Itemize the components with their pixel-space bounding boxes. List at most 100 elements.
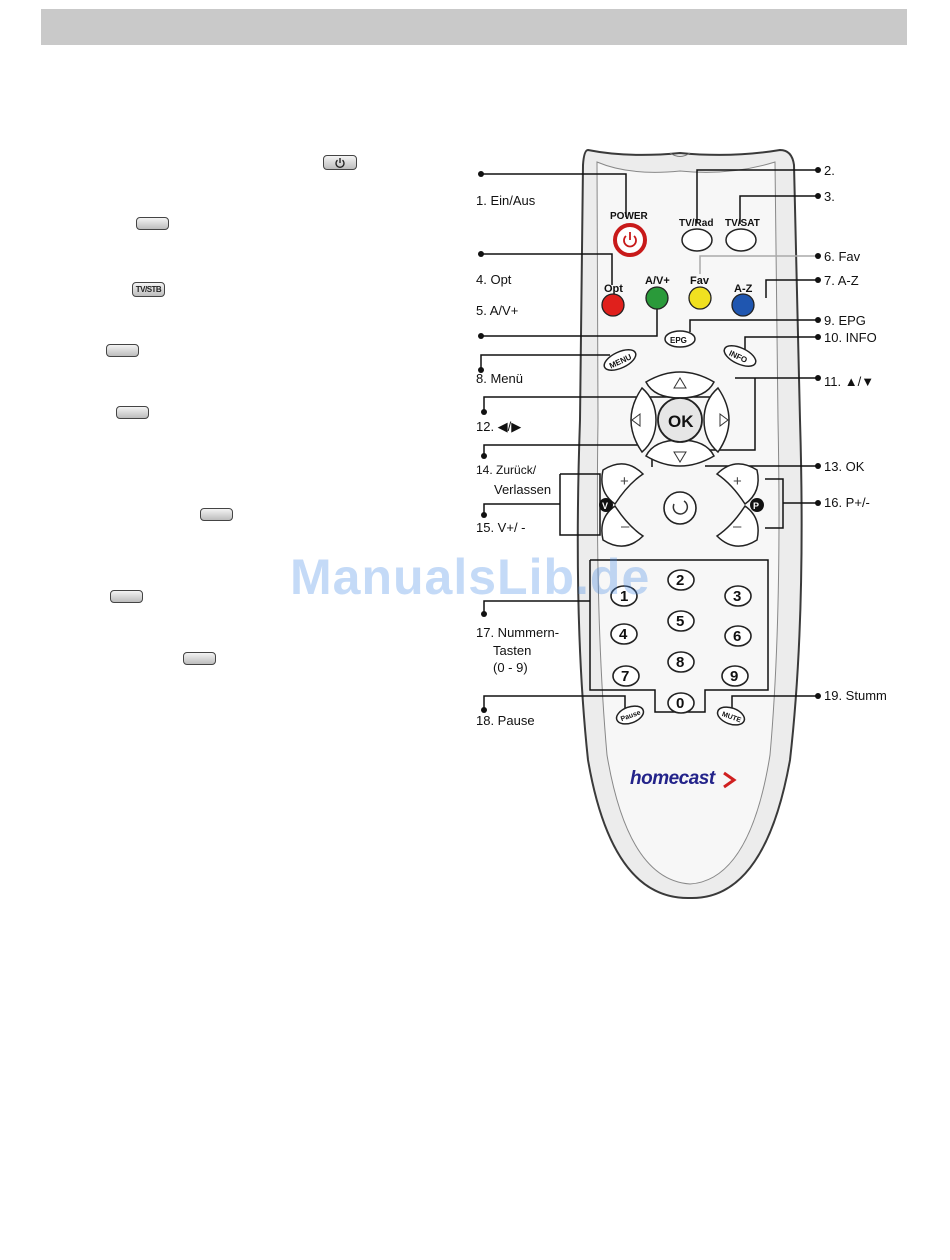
digit-9-label: 9 bbox=[730, 668, 738, 685]
volume-down-button[interactable] bbox=[601, 504, 645, 547]
ok-button[interactable] bbox=[657, 397, 703, 443]
power-icon bbox=[623, 232, 637, 248]
digit-7-button[interactable] bbox=[612, 665, 640, 687]
header-bar bbox=[41, 9, 907, 45]
blank-key-icon bbox=[106, 344, 139, 357]
volume-up-button[interactable] bbox=[601, 463, 645, 506]
up-arrow-icon bbox=[673, 377, 687, 389]
minus-icon: – bbox=[621, 518, 630, 535]
p-label: P bbox=[753, 501, 759, 511]
callout-18: 18. Pause bbox=[476, 713, 535, 728]
callout-14-line2: Verlassen bbox=[494, 482, 552, 497]
info-button[interactable] bbox=[721, 342, 759, 371]
nav-right-button[interactable] bbox=[703, 386, 730, 454]
power-icon bbox=[335, 157, 345, 168]
digit-5-button[interactable] bbox=[667, 610, 695, 632]
ok-label: OK bbox=[668, 412, 694, 431]
callout-12: 12. ◀/▶ bbox=[476, 419, 522, 434]
callout-11: 11. ▲/▼ bbox=[824, 374, 875, 389]
callout-1: 1. Ein/Aus bbox=[476, 193, 536, 208]
digit-0-label: 0 bbox=[676, 695, 684, 712]
v-label: V bbox=[602, 501, 608, 511]
digit-4-button[interactable] bbox=[610, 623, 638, 645]
nav-left-button[interactable] bbox=[630, 386, 657, 454]
callout-6: 6. Fav bbox=[824, 249, 861, 264]
power-button-icon bbox=[323, 155, 357, 170]
minus-icon: – bbox=[733, 518, 742, 535]
tvstb-key-icon: TV/STB bbox=[132, 282, 165, 297]
callout-3: 3. bbox=[824, 189, 835, 204]
az-blue-button[interactable] bbox=[731, 293, 755, 317]
digit-0-button[interactable] bbox=[667, 692, 695, 714]
callout-4: 4. Opt bbox=[476, 272, 512, 287]
digit-1-label: 1 bbox=[620, 588, 628, 605]
down-arrow-icon bbox=[673, 451, 687, 463]
pause-button[interactable] bbox=[614, 703, 646, 728]
digit-3-label: 3 bbox=[733, 588, 741, 605]
callout-8: 8. Menü bbox=[476, 371, 523, 386]
plus-icon: + bbox=[620, 473, 629, 490]
callout-2: 2. bbox=[824, 163, 835, 178]
fav-label: Fav bbox=[690, 275, 710, 287]
brand-arrow-icon bbox=[723, 771, 737, 789]
tv-sat-label: TV/SAT bbox=[725, 218, 760, 229]
nav-down-button[interactable] bbox=[645, 439, 715, 467]
callout-13: 13. OK bbox=[824, 459, 865, 474]
digit-3-button[interactable] bbox=[724, 585, 752, 607]
blank-key-icon bbox=[110, 590, 143, 603]
callout-10: 10. INFO bbox=[824, 330, 877, 345]
digit-6-label: 6 bbox=[733, 628, 741, 645]
epg-label: EPG bbox=[670, 336, 687, 345]
left-arrow-icon bbox=[631, 413, 641, 427]
program-down-button[interactable] bbox=[715, 504, 759, 547]
digit-8-button[interactable] bbox=[667, 651, 695, 673]
callout-15: 15. V+/ - bbox=[476, 520, 526, 535]
blank-key-icon bbox=[116, 406, 149, 419]
digit-6-button[interactable] bbox=[724, 625, 752, 647]
brand-logo: homecast bbox=[630, 768, 715, 789]
callout-16: 16. P+/- bbox=[824, 495, 870, 510]
v-badge bbox=[599, 498, 613, 512]
menu-button[interactable] bbox=[601, 346, 639, 375]
back-icon bbox=[672, 500, 689, 515]
blank-key-icon bbox=[200, 508, 233, 521]
callout-9: 9. EPG bbox=[824, 313, 866, 328]
callout-14-line1: 14. Zurück/ bbox=[476, 463, 537, 477]
opt-label: Opt bbox=[604, 283, 623, 295]
nav-up-button[interactable] bbox=[645, 371, 715, 399]
az-label: A-Z bbox=[734, 283, 753, 295]
callout-19: 19. Stumm bbox=[824, 688, 887, 703]
digit-4-label: 4 bbox=[619, 626, 628, 643]
blank-key-icon bbox=[183, 652, 216, 665]
callout-17-line2: Tasten bbox=[493, 643, 532, 658]
digit-2-label: 2 bbox=[676, 572, 684, 589]
digit-2-button[interactable] bbox=[667, 569, 695, 591]
watermark: ManualsLib.de bbox=[290, 549, 651, 605]
tv-sat-button[interactable] bbox=[725, 228, 757, 252]
tv-rad-button[interactable] bbox=[681, 228, 713, 252]
digit-7-label: 7 bbox=[621, 668, 629, 685]
callout-17-line1: 17. Nummern- bbox=[476, 625, 560, 640]
tv-rad-label: TV/Rad bbox=[679, 218, 713, 229]
program-up-button[interactable] bbox=[715, 463, 759, 506]
digit-1-button[interactable] bbox=[610, 585, 638, 607]
av-green-button[interactable] bbox=[645, 286, 669, 310]
digit-5-label: 5 bbox=[676, 613, 684, 630]
power-label: POWER bbox=[610, 211, 649, 222]
digit-9-button[interactable] bbox=[721, 665, 749, 687]
mute-button[interactable] bbox=[715, 704, 747, 729]
av-label: A/V+ bbox=[645, 275, 670, 287]
blank-key-icon bbox=[136, 217, 169, 230]
plus-icon: + bbox=[733, 473, 742, 490]
digit-8-label: 8 bbox=[676, 654, 684, 671]
opt-red-button[interactable] bbox=[601, 293, 625, 317]
back-exit-button[interactable] bbox=[663, 491, 697, 525]
right-arrow-icon bbox=[719, 413, 729, 427]
callout-7: 7. A-Z bbox=[824, 273, 859, 288]
p-badge bbox=[750, 498, 764, 512]
callout-5: 5. A/V+ bbox=[476, 303, 519, 318]
fav-yellow-button[interactable] bbox=[688, 286, 712, 310]
callout-17-line3: (0 - 9) bbox=[493, 660, 528, 675]
epg-button[interactable] bbox=[664, 330, 696, 348]
